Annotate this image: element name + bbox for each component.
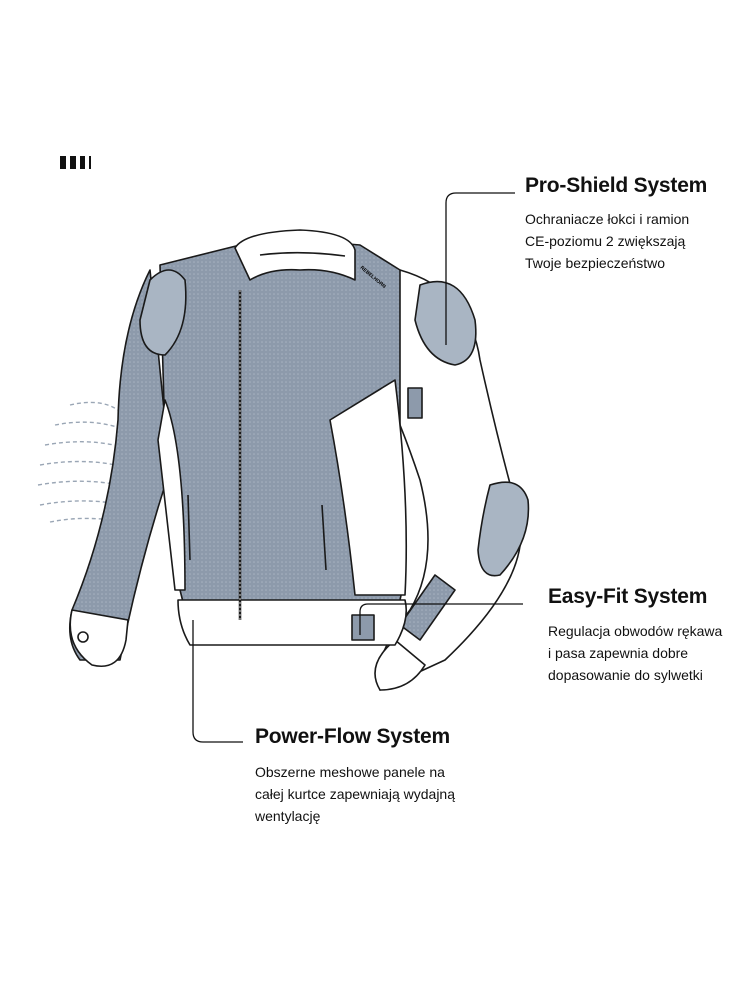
feature-description: Ochraniacze łokci i ramion CE-poziomu 2 … — [525, 208, 707, 274]
leader-pro-shield — [445, 192, 515, 345]
left-sleeve — [69, 269, 171, 661]
feature-description: Regulacja obwodów rękawa i pasa zapewnia… — [548, 620, 722, 686]
feature-title: Easy-Fit System — [548, 585, 708, 608]
feature-easy-fit: Easy-Fit System Regulacja obwodów rękawa… — [548, 585, 722, 686]
description-line: Twoje bezpieczeństwo — [525, 255, 666, 271]
description-line: CE-poziomu 2 zwiększają — [525, 233, 686, 249]
feature-description: Obszerne meshowe panele na całej kurtce … — [255, 761, 455, 827]
feature-title: Pro-Shield System — [525, 174, 708, 197]
description-line: i pasa zapewnia dobre — [548, 645, 689, 661]
description-line: wentylację — [255, 808, 321, 824]
description-line: Obszerne meshowe panele na — [255, 764, 445, 780]
waistband — [177, 599, 408, 646]
feature-power-flow: Power-Flow System Obszerne meshowe panel… — [255, 725, 455, 827]
leader-power-flow — [192, 620, 243, 743]
description-line: dopasowanie do sylwetki — [548, 667, 703, 683]
description-line: całej kurtce zapewniają wydajną — [255, 786, 455, 802]
elbow-pad — [477, 481, 530, 577]
feature-pro-shield: Pro-Shield System Ochraniacze łokci i ra… — [525, 174, 707, 274]
collar — [234, 229, 356, 281]
leader-easy-fit — [359, 603, 523, 635]
shoulder-pad-left — [139, 269, 187, 356]
description-line: Regulacja obwodów rękawa — [548, 623, 723, 639]
brand-logo — [60, 156, 91, 169]
description-line: Ochraniacze łokci i ramion — [525, 211, 690, 227]
feature-title: Power-Flow System — [255, 725, 450, 748]
right-sleeve — [377, 269, 522, 691]
